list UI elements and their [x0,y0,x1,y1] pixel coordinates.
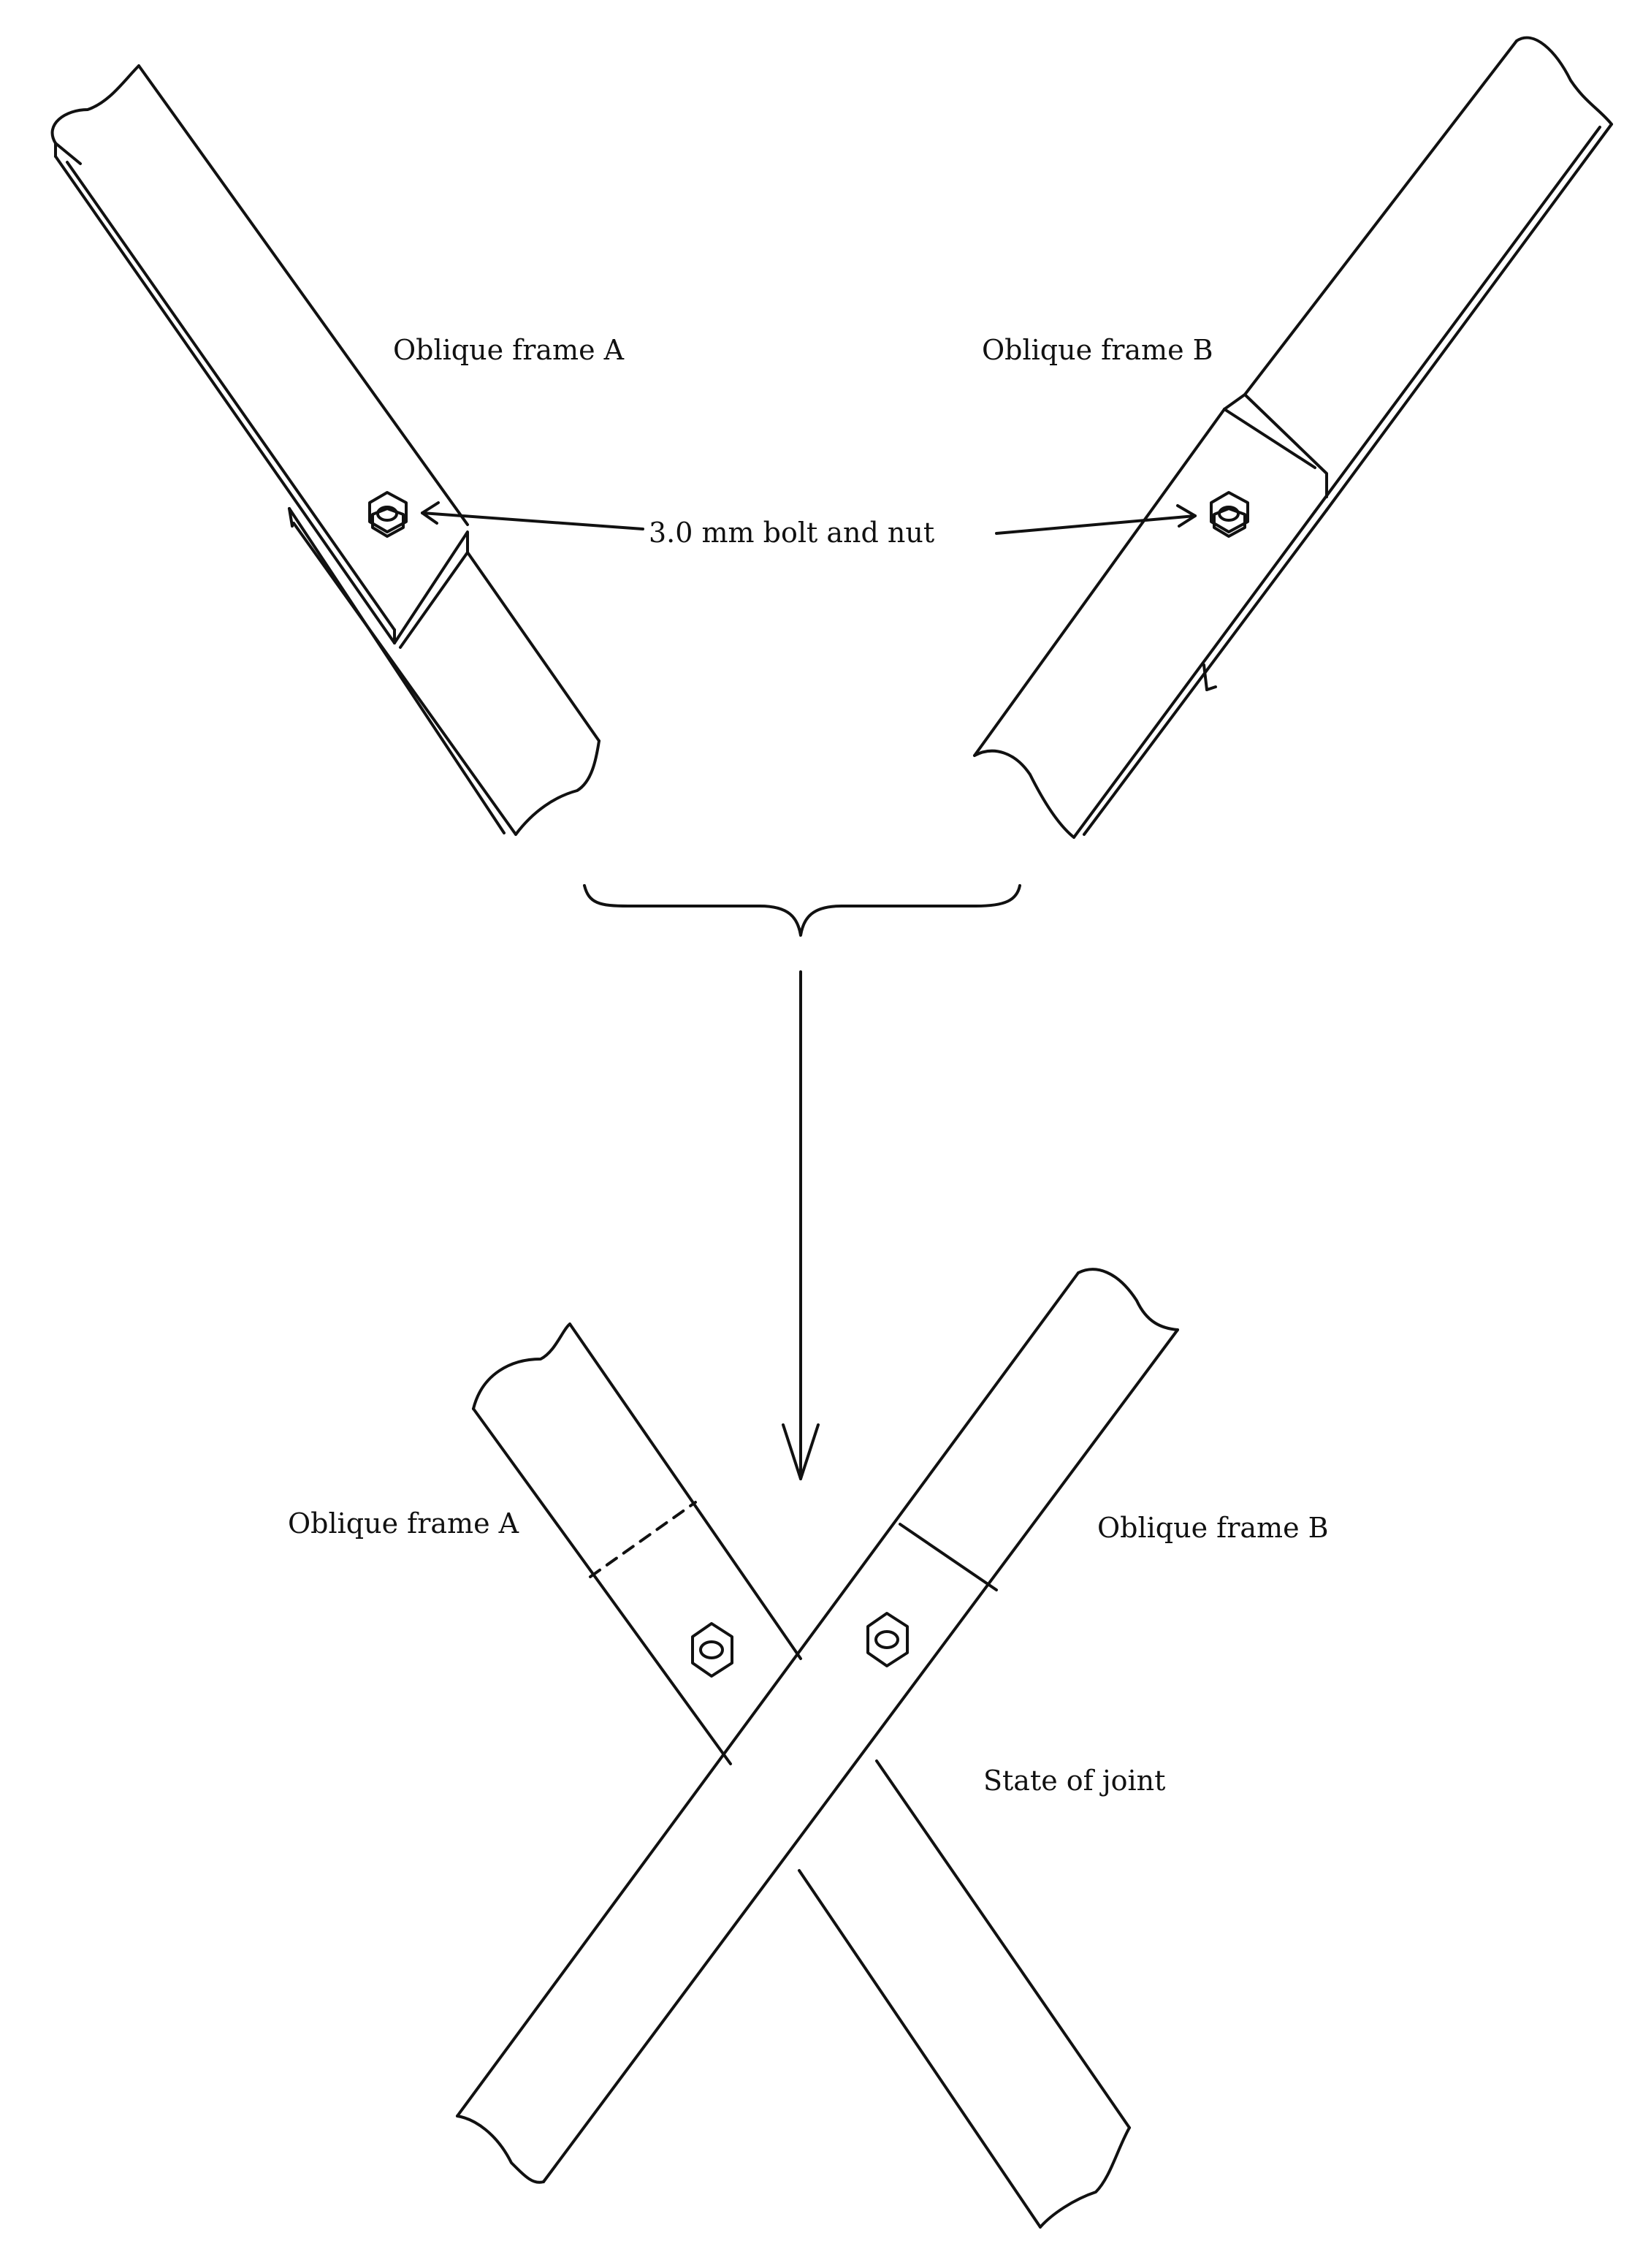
frame-a-flange-edge-2 [54,155,396,644]
frame-a-lower-left-2 [292,522,517,836]
pointer-left-head [421,501,440,525]
frame-a-joined [472,1323,1131,2229]
frame-a-joined-torn-end [472,1323,571,1410]
frame-a-lower-tab [288,507,294,528]
label-oblique-frame-b-top: Oblique frame B [982,334,1213,366]
frame-b-flange-1 [1325,123,1613,511]
frame-b-joined-band [899,1523,998,1591]
frame-b-joined [456,1268,1179,2184]
label-oblique-frame-a-top: Oblique frame A [393,334,625,366]
frame-b-lower-tab-2 [1205,685,1217,691]
label-oblique-frame-b-joined: Oblique frame B [1097,1512,1329,1544]
pointer-right-head [1176,504,1197,528]
frame-a-torn-end [50,64,140,145]
frame-a-joined-lower-left [798,1869,1042,2229]
arrow-down-icon [782,970,820,1480]
frame-b-lower-left [973,408,1226,757]
frame-b-joined-left [456,1271,1080,2117]
frame-b-flange-2 [1313,126,1601,513]
frame-b-exploded [973,36,1613,839]
hex-nut-icon [1210,491,1249,538]
pointer-right-line [995,514,1197,535]
frame-a-lower-left-1 [288,507,506,834]
frame-b-torn-end [1515,36,1613,126]
frame-b-joined-right [542,1328,1179,2183]
frame-a-joint-plate [393,530,469,649]
frame-b-joined-torn-bottom [456,2115,545,2184]
frame-b-lower-tab-1 [1202,663,1208,691]
frame-a-flange-edge-3 [66,161,396,631]
frame-a-lower-right [466,551,600,742]
frame-a-face-right [137,64,469,526]
brace-icon [583,884,1021,937]
label-bolt-and-nut: 3.0 mm bolt and nut [649,517,935,549]
frame-b-face-left [1243,39,1518,396]
frame-a-exploded [50,64,600,836]
label-oblique-frame-a-joined: Oblique frame A [288,1507,519,1540]
frame-b-lower-right-1 [1072,510,1316,839]
hex-nut-icon [691,1622,733,1678]
bolt-pointer-arrows [421,501,1197,535]
frame-a-flange-edge-1 [54,142,82,165]
label-state-of-joint: State of joint [983,1765,1166,1797]
frame-a-joined-right [568,1323,802,1660]
frame-a-joined-torn-bottom [1039,2126,1131,2229]
frame-a-joined-left [472,1407,732,1765]
hex-nut-icon [368,491,408,538]
pointer-left-line [421,511,644,530]
frame-b-joint-plate [1223,393,1328,498]
frame-a-joined-dashed [589,1501,697,1578]
frame-b-lower-torn-end [973,749,1075,839]
frame-b-joined-torn-end [1077,1268,1179,1331]
frame-a-joined-lower-right [875,1759,1131,2129]
frame-a-lower-torn-end [514,739,600,836]
hex-nut-icon [866,1612,909,1667]
frame-b-plate-top [1223,408,1316,469]
